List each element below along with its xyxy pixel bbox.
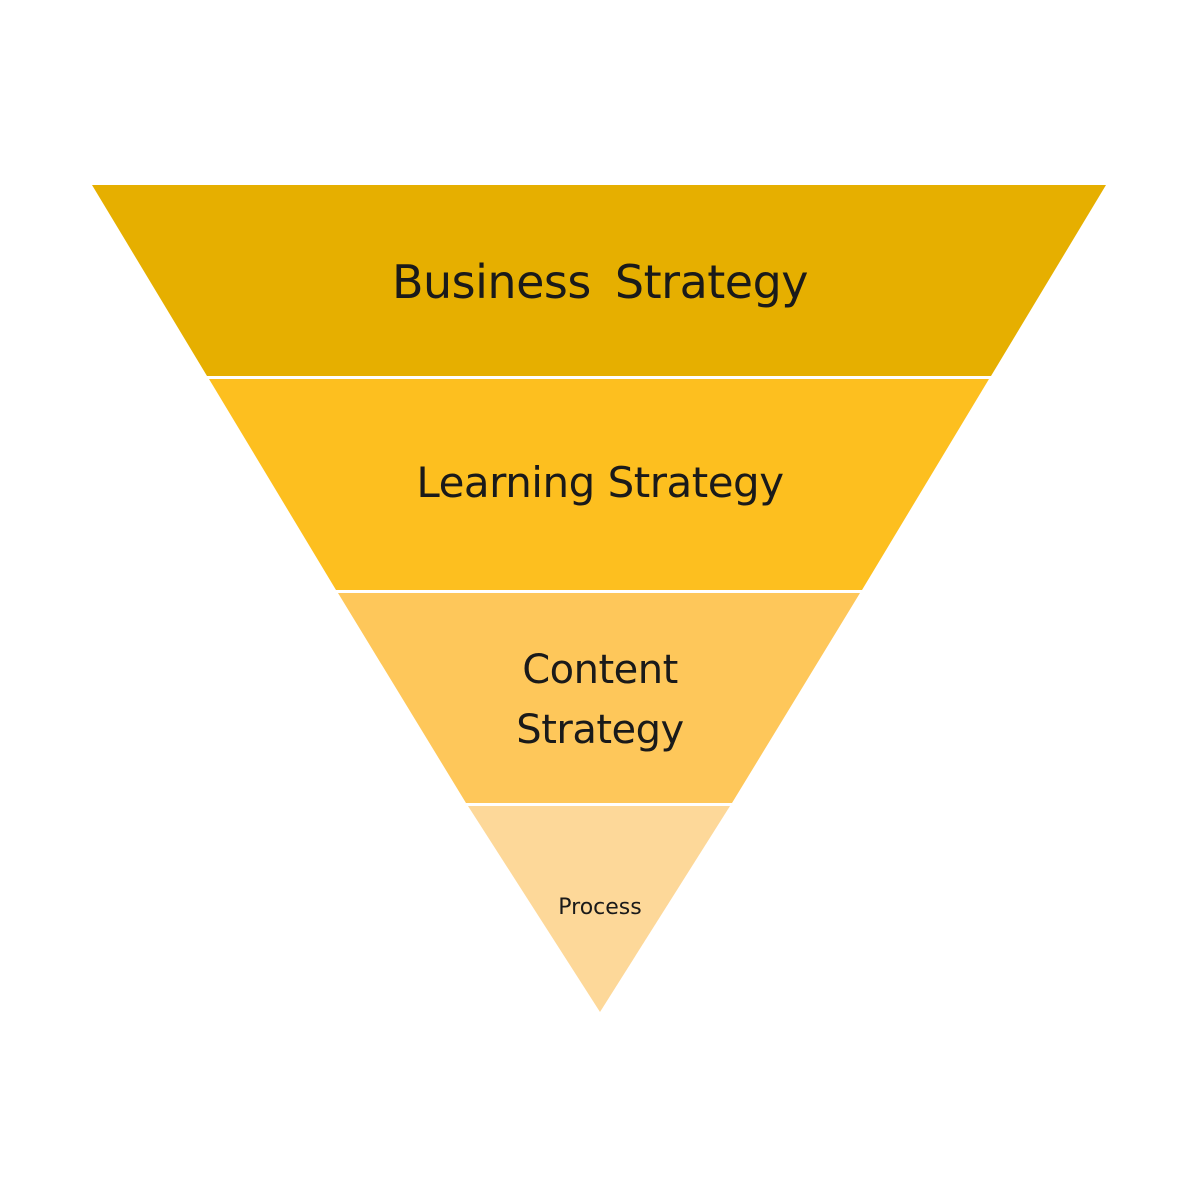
learning-strategy-label: Learning Strategy [416,458,784,507]
level-content-strategy [338,593,860,803]
business-strategy-label: Business Strategy [391,255,809,309]
process-label: Process [558,895,642,920]
level-business-strategy [92,185,1106,376]
level-process [468,806,730,1012]
content-strategy-label: Content Strategy [516,647,684,753]
level-learning-strategy [209,379,989,590]
